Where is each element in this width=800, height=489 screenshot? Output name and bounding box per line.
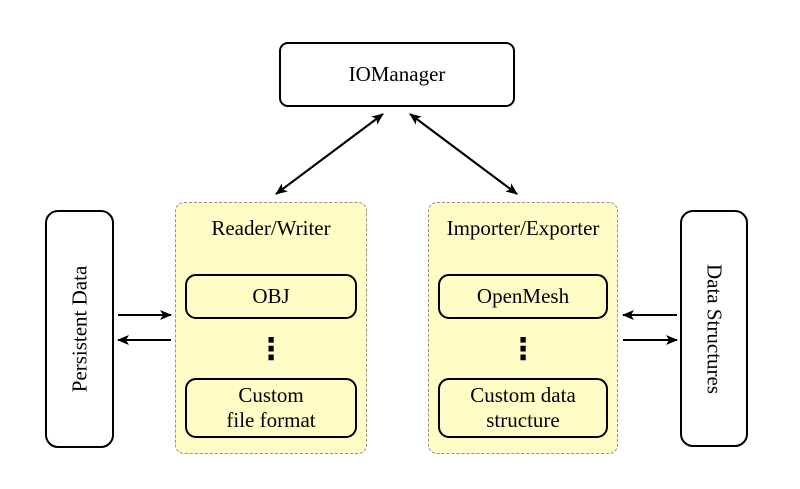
node-openmesh-label: OpenMesh xyxy=(476,284,570,309)
panel-importer-exporter: Importer/Exporter OpenMesh ⋮ Custom data… xyxy=(428,202,618,454)
vertical-dots-glyph: ⋮ xyxy=(256,331,286,367)
panel-reader-writer-title: Reader/Writer xyxy=(211,216,331,240)
node-custom-data-structure-line1: Custom data xyxy=(470,383,576,408)
node-data-structures-label: Data Structures xyxy=(702,263,727,394)
arrow-iomanager-importer-exporter-down xyxy=(409,113,518,195)
node-data-structures: Data Structures xyxy=(680,210,748,447)
node-openmesh: OpenMesh xyxy=(438,274,608,319)
arrow-iomanager-importer-exporter-up xyxy=(409,113,518,195)
arrow-iomanager-reader-writer-up xyxy=(275,113,384,195)
node-custom-file-format: Custom file format xyxy=(185,378,357,438)
node-custom-file-format-line2: file format xyxy=(226,408,316,432)
node-iomanager-label: IOManager xyxy=(348,62,446,86)
vertical-dots-reader: ⋮ xyxy=(176,325,366,373)
node-custom-data-structure-line2: structure xyxy=(486,408,560,432)
node-custom-data-structure: Custom data structure xyxy=(438,378,608,438)
node-obj: OBJ xyxy=(185,274,357,319)
node-iomanager: IOManager xyxy=(279,42,515,107)
panel-reader-writer: Reader/Writer OBJ ⋮ Custom file format xyxy=(175,202,367,454)
vertical-dots-importer: ⋮ xyxy=(429,325,617,373)
node-persistent-data-label: Persistent Data xyxy=(67,265,91,393)
node-obj-label: OBJ xyxy=(252,284,290,309)
node-persistent-data: Persistent Data xyxy=(45,210,114,448)
panel-importer-exporter-title: Importer/Exporter xyxy=(446,216,600,240)
vertical-dots-glyph: ⋮ xyxy=(508,331,538,367)
node-custom-file-format-line1: Custom xyxy=(238,383,304,408)
arrow-iomanager-reader-writer-down xyxy=(275,113,384,195)
